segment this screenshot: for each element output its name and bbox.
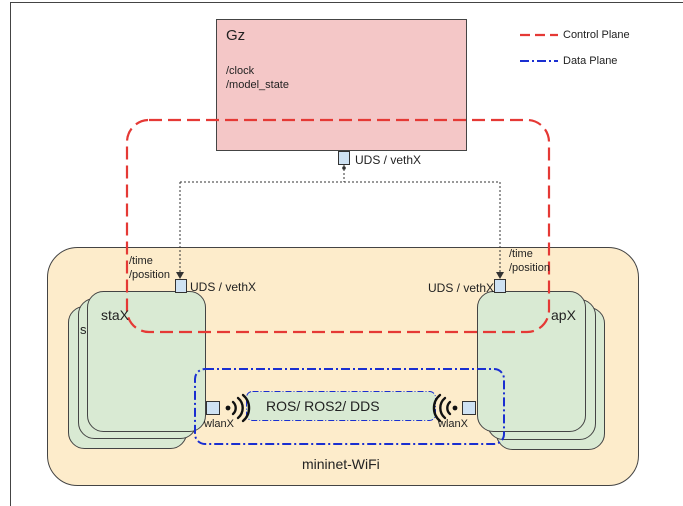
gz-port-label: UDS / vethX [355,153,422,167]
sta-shadow-label: s [80,322,87,337]
sta-box [87,291,206,432]
ap-wifi-icon [432,393,458,423]
gz-port [338,151,350,165]
gz-connector-lines [179,165,501,276]
outer-frame [10,2,683,506]
gz-box [216,19,467,151]
sta-topic-position: /position [129,269,170,281]
ap-wlan-label: wlanX [438,418,468,430]
ap-wlan-port [462,401,476,415]
control-plane-loop [125,118,551,334]
ap-arrowhead [496,272,504,279]
ros-box [246,391,436,421]
sta-wifi-icon [225,393,251,423]
gz-title: Gz [226,27,246,44]
ap-port [494,279,506,293]
ap-topic-time: /time [509,248,533,260]
ros-label: ROS/ ROS2/ DDS [266,398,380,414]
legend-control-label: Control Plane [563,29,630,41]
ap-topic-position: /position [509,262,550,274]
ap-port-label: UDS / vethX [428,281,495,295]
ap-name: apX [551,307,576,323]
container-label: mininet-WiFi [302,456,380,472]
gz-topic-model-state: /model_state [226,79,289,91]
gz-connector-dot [342,166,346,170]
ap-box [477,291,586,432]
sta-port [175,279,187,293]
sta-wlan-port [206,401,220,415]
sta-name: staX [101,307,130,323]
gz-topic-clock: /clock [226,65,255,77]
sta-wlan-label: wlanX [204,418,234,430]
sta-port-label: UDS / vethX [190,280,257,294]
legend-data-label: Data Plane [563,55,618,67]
data-plane-loop [194,368,505,445]
sta-topic-time: /time [129,255,153,267]
sta-arrowhead [176,272,184,279]
